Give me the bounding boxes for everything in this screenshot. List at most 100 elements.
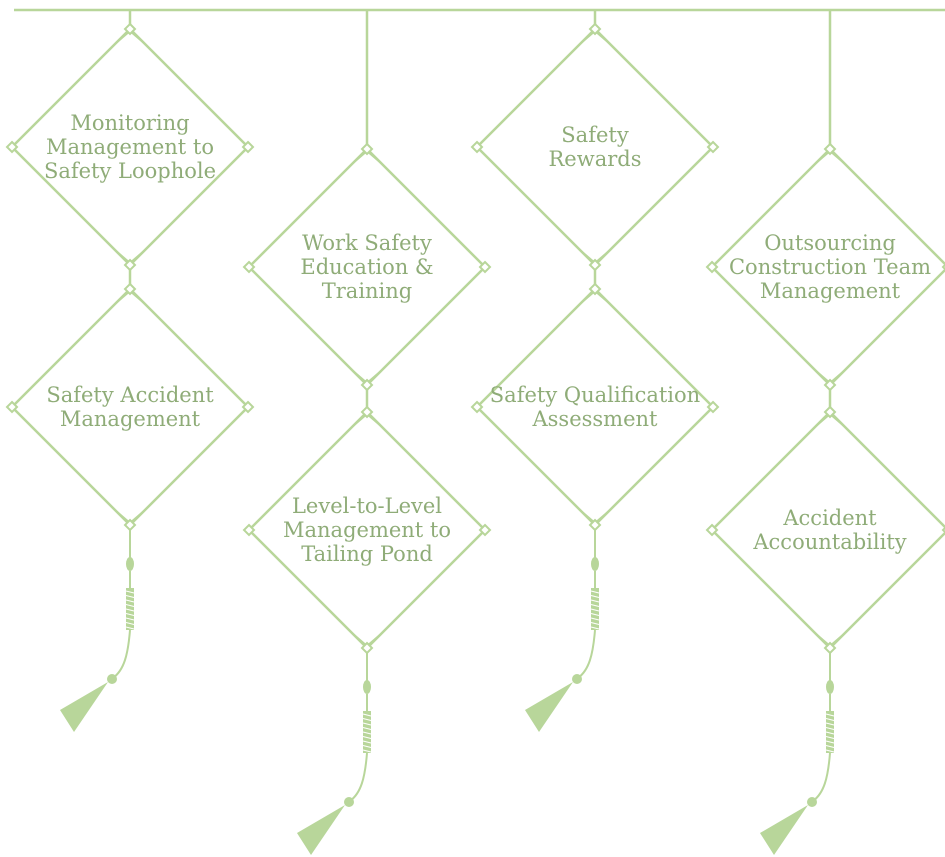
tassel-fan [760, 805, 808, 855]
node-label-line: Tailing Pond [301, 542, 433, 566]
node-label-line: Construction Team [729, 255, 931, 279]
side-knot-left [5, 140, 19, 154]
tassel-coil-stripe [362, 749, 372, 753]
side-knot-left [242, 523, 256, 537]
node-label-line: Accident [782, 506, 877, 530]
top-knot [588, 282, 602, 296]
side-knot-right [241, 400, 255, 414]
tassel-coil-stripe [362, 718, 372, 721]
tassel-ornament [297, 653, 372, 855]
tassel-fan [525, 682, 573, 732]
tassel-coil-stripe [362, 740, 372, 744]
tassel-coil-stripe [125, 595, 135, 598]
node-label-line: Management [760, 279, 901, 303]
node-label-line: Safety Qualification [490, 383, 700, 407]
side-knot-right [478, 260, 492, 274]
side-knot-left [705, 260, 719, 274]
node-label-line: Management [60, 407, 201, 431]
tassel-coil-stripe [125, 617, 135, 621]
tassel-coil-stripe [825, 745, 835, 748]
top-knot [823, 405, 837, 419]
tassel-thread [577, 629, 596, 679]
node-label-line: Management to [283, 518, 451, 542]
tassel-coil-stripe [362, 722, 372, 726]
node-label-line: Assessment [531, 407, 658, 431]
tassel-knot [807, 797, 817, 807]
tassel-coil-stripe [825, 749, 835, 753]
tassel-coil-stripe [590, 608, 600, 612]
tassel-fan [60, 682, 108, 732]
tassel-coil [826, 711, 834, 753]
tassel-bead [363, 680, 371, 694]
tassel-coil-stripe [362, 727, 372, 730]
node-label-line: Training [322, 279, 413, 303]
top-knot [823, 142, 837, 156]
tassel-coil-stripe [825, 713, 835, 717]
side-knot-left [705, 523, 719, 537]
tassel-coil-stripe [125, 599, 135, 603]
tassel-bead [826, 680, 834, 694]
tassel-coil-stripe [825, 722, 835, 726]
side-knot-left [5, 400, 19, 414]
node-label-line: Safety [561, 123, 629, 147]
tassel-coil-stripe [362, 745, 372, 748]
top-knot [123, 22, 137, 36]
node-label-line: Monitoring [70, 111, 189, 135]
tassel-coil [126, 588, 134, 630]
tassel-knot [344, 797, 354, 807]
tassel-coil-stripe [825, 718, 835, 721]
tassel-coil-stripe [362, 713, 372, 717]
tassel-fan [297, 805, 345, 855]
tassel-ornament [760, 653, 835, 855]
node-label-line: Rewards [549, 147, 642, 171]
tassel-coil-stripe [125, 613, 135, 616]
side-knot-left [470, 140, 484, 154]
top-knot [123, 282, 137, 296]
tassel-coil-stripe [125, 590, 135, 594]
tassel-coil [363, 711, 371, 753]
tassel-ornament [60, 530, 135, 732]
node-label-line: Accountability [752, 530, 906, 554]
side-knot-right [706, 140, 720, 154]
tassel-thread [812, 752, 831, 802]
tassel-coil-stripe [825, 736, 835, 739]
tassel-bead [591, 557, 599, 571]
top-knot [360, 142, 374, 156]
bottom-knot [360, 378, 374, 392]
tassel-thread [349, 752, 368, 802]
tassel-coil-stripe [590, 626, 600, 630]
node-label-line: Safety Loophole [44, 159, 216, 183]
tassel-coil-stripe [590, 613, 600, 616]
bottom-knot [123, 258, 137, 272]
tassel-coil-stripe [590, 595, 600, 598]
side-knot-left [242, 260, 256, 274]
tassel-ornament [525, 530, 600, 732]
tassel-coil-stripe [125, 604, 135, 607]
tassel-bead [126, 557, 134, 571]
tassel-coil-stripe [590, 617, 600, 621]
tassel-knot [572, 674, 582, 684]
tassel-coil-stripe [825, 727, 835, 730]
side-knot-left [470, 400, 484, 414]
side-knot-right [706, 400, 720, 414]
tassel-coil-stripe [590, 599, 600, 603]
side-knot-right [478, 523, 492, 537]
tassel-coil [591, 588, 599, 630]
tassel-coil-stripe [125, 626, 135, 630]
top-knot [588, 22, 602, 36]
node-label-line: Level-to-Level [292, 494, 442, 518]
tassel-knot [107, 674, 117, 684]
node-label-line: Education & [300, 255, 433, 279]
tassel-coil-stripe [590, 590, 600, 594]
